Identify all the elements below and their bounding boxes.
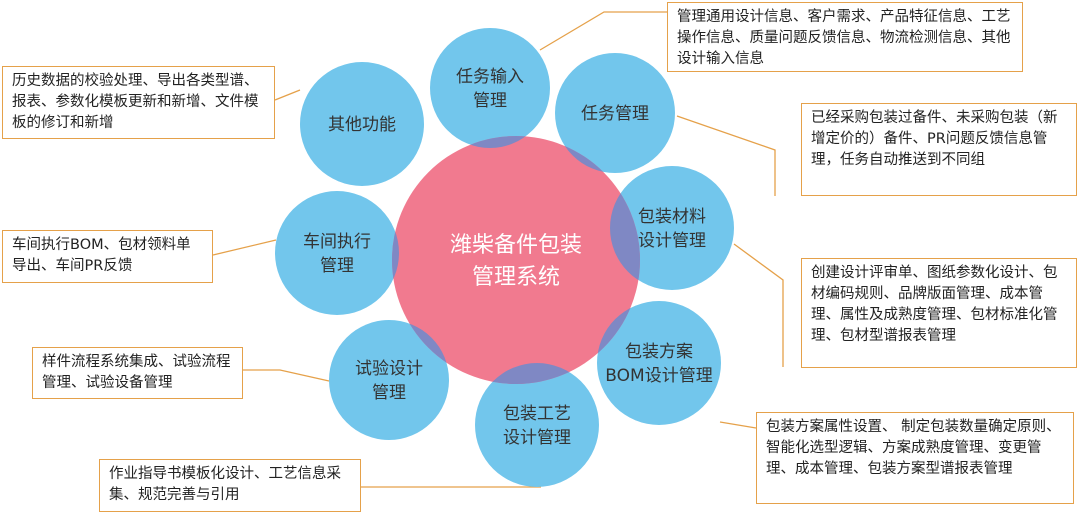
module-label-packaging-process-design: 包装工艺 — [503, 404, 571, 424]
module-label-workshop-execution: 车间执行 — [303, 232, 371, 252]
desc-text-packaging-material-design: 创建设计评审单、图纸参数化设计、包材编码规则、品牌版面管理、成本管理、属性及成熟… — [811, 265, 1058, 344]
desc-box-task-input: 管理通用设计信息、客户需求、产品特征信息、工艺操作信息、质量问题反馈信息、物流检… — [667, 2, 1023, 72]
center-title: 管理系统 — [472, 265, 560, 290]
connector-workshop-execution — [212, 239, 277, 256]
desc-text-task-management: 已经采购包装过备件、未采购包装（新增定价的）备件、PR问题反馈信息管理，任务自动… — [811, 110, 1058, 168]
module-label-trial-design: 管理 — [372, 383, 406, 403]
module-circle-workshop-execution — [275, 191, 399, 315]
module-label-packaging-scheme-bom: BOM设计管理 — [605, 366, 712, 386]
desc-box-packaging-material-design: 创建设计评审单、图纸参数化设计、包材编码规则、品牌版面管理、成本管理、属性及成熟… — [801, 258, 1077, 368]
connector-other-functions — [274, 89, 301, 101]
connector-packaging-scheme-bom — [719, 421, 757, 429]
module-label-task-input: 管理 — [473, 91, 507, 111]
desc-box-task-management: 已经采购包装过备件、未采购包装（新增定价的）备件、PR问题反馈信息管理，任务自动… — [801, 103, 1077, 196]
desc-box-workshop-execution: 车间执行BOM、包材领料单导出、车间PR反馈 — [2, 230, 213, 283]
center-circle — [392, 136, 640, 384]
module-circle-packaging-process-design — [475, 363, 599, 487]
desc-text-trial-design: 样件流程系统集成、试验流程管理、试验设备管理 — [42, 354, 231, 391]
module-circle-task-management — [555, 53, 675, 173]
desc-box-packaging-scheme-bom: 包装方案属性设置、 制定包装数量确定原则、智能化选型逻辑、方案成熟度管理、变更管… — [756, 412, 1074, 504]
connector-packaging-material-design — [733, 243, 784, 367]
module-label-packaging-material-design: 设计管理 — [638, 231, 706, 251]
desc-text-workshop-execution: 车间执行BOM、包材领料单导出、车间PR反馈 — [12, 237, 191, 274]
desc-box-trial-design: 样件流程系统集成、试验流程管理、试验设备管理 — [32, 347, 243, 399]
desc-text-other-functions: 历史数据的校验处理、导出各类型谱、报表、参数化模板更新和新增、文件模板的修订和新… — [12, 73, 259, 131]
module-label-packaging-scheme-bom: 包装方案 — [625, 342, 693, 362]
connector-task-input — [539, 11, 667, 51]
module-label-packaging-process-design: 设计管理 — [503, 428, 571, 448]
desc-text-packaging-process-design: 作业指导书模板化设计、工艺信息采集、规范完善与引用 — [109, 466, 341, 503]
connector-task-management — [676, 115, 776, 196]
module-circle-packaging-material-design — [610, 166, 734, 290]
module-label-task-input: 任务输入 — [456, 67, 524, 87]
module-label-packaging-material-design: 包装材料 — [638, 207, 706, 227]
desc-text-packaging-scheme-bom: 包装方案属性设置、 制定包装数量确定原则、智能化选型逻辑、方案成熟度管理、变更管… — [766, 419, 1061, 477]
center-title: 潍柴备件包装 — [450, 233, 582, 258]
center-node — [392, 136, 640, 384]
connector-lines — [212, 11, 784, 488]
module-label-other-functions: 其他功能 — [328, 115, 396, 135]
module-circles — [275, 28, 734, 487]
module-label-trial-design: 试验设计 — [355, 359, 423, 379]
module-circle-other-functions — [300, 62, 424, 186]
module-label-workshop-execution: 管理 — [320, 256, 354, 276]
module-circle-packaging-scheme-bom — [597, 301, 721, 425]
desc-box-packaging-process-design: 作业指导书模板化设计、工艺信息采集、规范完善与引用 — [99, 459, 361, 512]
module-circle-task-input — [430, 28, 550, 148]
desc-text-task-input: 管理通用设计信息、客户需求、产品特征信息、工艺操作信息、质量问题反馈信息、物流检… — [677, 9, 1011, 67]
desc-box-other-functions: 历史数据的校验处理、导出各类型谱、报表、参数化模板更新和新增、文件模板的修订和新… — [2, 66, 275, 139]
module-circle-trial-design — [329, 320, 449, 440]
module-label-task-management: 任务管理 — [581, 104, 649, 124]
connector-trial-design — [243, 369, 330, 382]
module-labels: 任务输入管理任务管理包装材料设计管理包装方案BOM设计管理包装工艺设计管理试验设… — [303, 67, 713, 448]
